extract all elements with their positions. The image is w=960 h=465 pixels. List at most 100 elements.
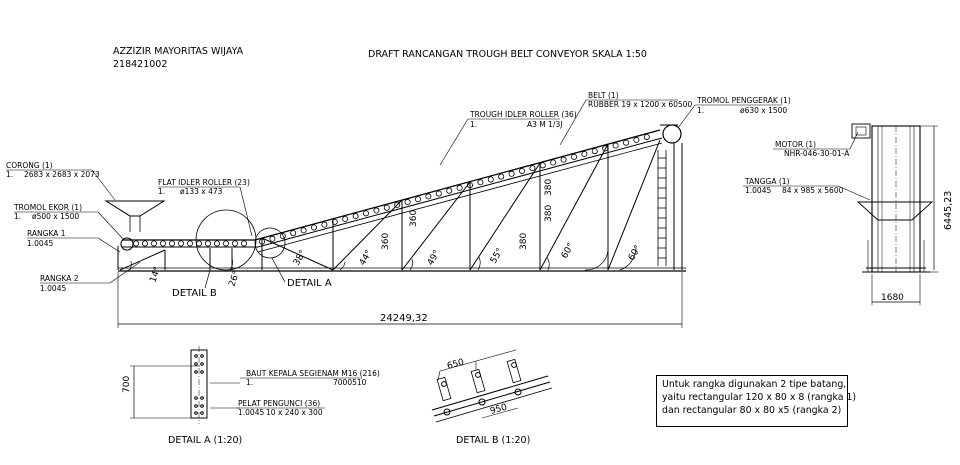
idler-roller	[623, 139, 630, 146]
author-id: 218421002	[113, 59, 167, 70]
idler-roller	[240, 240, 247, 247]
svg-text:1.0045: 1.0045	[745, 186, 771, 195]
overall-length-dimension: 24249,32	[117, 272, 683, 328]
idler-roller	[290, 230, 297, 237]
callout-motor: MOTOR (1) NHR-046-30-01-A	[773, 131, 859, 158]
idler-roller	[231, 240, 238, 247]
idler-roller	[177, 240, 184, 247]
callout-flat-idler: FLAT IDLER ROLLER (23) 1. ø133 x 473	[158, 178, 253, 237]
dim-380-a: 380	[519, 233, 529, 250]
drawing-title: DRAFT RANCANGAN TROUGH BELT CONVEYOR SKA…	[368, 49, 647, 60]
idler-roller	[150, 240, 157, 247]
idler-roller	[279, 232, 286, 239]
idler-roller	[508, 170, 515, 177]
svg-text:10 x 240 x 300: 10 x 240 x 300	[266, 408, 323, 417]
idler-rollers	[132, 134, 650, 247]
front-view	[851, 123, 934, 273]
svg-text:RANGKA 2: RANGKA 2	[40, 274, 79, 283]
idler-roller	[168, 240, 175, 247]
svg-text:1.0045: 1.0045	[40, 284, 66, 293]
callout-tromol-penggerak: TROMOL PENGGERAK (1) 1. ø630 x 1500	[677, 96, 791, 129]
dim-360-b: 360	[409, 210, 419, 227]
idler-roller	[560, 156, 567, 163]
ladder	[657, 150, 667, 266]
svg-text:1.0045: 1.0045	[27, 239, 53, 248]
note-line-1: Untuk rangka digunakan 2 tipe batang,	[662, 379, 847, 390]
return-belt	[257, 142, 663, 253]
idler-roller	[425, 193, 432, 200]
angle-44: 44°	[358, 249, 375, 268]
idler-roller	[269, 235, 276, 242]
idler-roller	[394, 201, 401, 208]
svg-text:PELAT PENGUNCI (36): PELAT PENGUNCI (36)	[238, 399, 320, 408]
detail-a-view	[130, 346, 240, 424]
svg-text:NHR-046-30-01-A: NHR-046-30-01-A	[784, 149, 850, 158]
height-value: 6445,23	[943, 191, 954, 230]
idler-roller	[373, 207, 380, 214]
detail-b-title: DETAIL B (1:20)	[456, 435, 530, 446]
callout-trough-idler: TROUGH IDLER ROLLER (36) 1. A3 M 1/3J	[439, 110, 577, 166]
svg-text:ø630 x 1500: ø630 x 1500	[740, 106, 787, 115]
svg-text:1.: 1.	[697, 106, 704, 115]
rangka-note: Untuk rangka digunakan 2 tipe batang, ya…	[656, 375, 857, 427]
detail-b-label: DETAIL B	[172, 288, 217, 299]
svg-text:A3 M 1/3J: A3 M 1/3J	[527, 120, 562, 129]
svg-text:TROMOL EKOR (1): TROMOL EKOR (1)	[13, 203, 82, 212]
callout-tromol-ekor: TROMOL EKOR (1) 1. ø500 x 1500	[13, 203, 125, 241]
idler-roller	[195, 240, 202, 247]
idler-roller	[612, 142, 619, 149]
svg-text:ø500 x 1500: ø500 x 1500	[32, 212, 79, 221]
svg-text:ø133 x 473: ø133 x 473	[180, 187, 223, 196]
idler-roller	[591, 148, 598, 155]
callout-pelat: PELAT PENGUNCI (36) 1.0045 10 x 240 x 30…	[236, 399, 325, 417]
svg-text:84 x 985 x 5600: 84 x 985 x 5600	[782, 186, 844, 195]
svg-text:2683 x 2683 x 2073: 2683 x 2683 x 2073	[24, 170, 100, 179]
svg-text:BELT (1): BELT (1)	[588, 91, 619, 100]
note-line-2: yaitu rectangular 120 x 80 x 8 (rangka 1…	[662, 392, 857, 403]
detail-b-950: 950	[489, 402, 509, 416]
overall-length: 24249,32	[380, 313, 428, 324]
idler-roller	[456, 184, 463, 191]
idler-roller	[446, 187, 453, 194]
svg-text:1.: 1.	[158, 187, 165, 196]
inclined-belt-top	[254, 129, 661, 241]
callout-rangka-1: RANGKA 1 1.0045	[27, 229, 121, 253]
idler-roller	[186, 240, 193, 247]
detail-b-view	[431, 349, 553, 423]
tail-pulley	[120, 237, 134, 251]
svg-text:BAUT KEPALA SEGIENAM M16 (216): BAUT KEPALA SEGIENAM M16 (216)	[246, 369, 380, 378]
inclined-belt-bottom	[257, 137, 663, 248]
angle-60b: 60°	[627, 244, 644, 263]
idler-roller	[404, 199, 411, 206]
idler-roller	[539, 162, 546, 169]
idler-roller	[352, 213, 359, 220]
width-dimension: 1680	[871, 274, 921, 305]
svg-text:1.: 1.	[470, 120, 477, 129]
hopper	[104, 200, 166, 217]
idler-roller	[213, 240, 220, 247]
idler-roller	[159, 240, 166, 247]
callout-baut: BAUT KEPALA SEGIENAM M16 (216) 1. 700051…	[240, 369, 380, 387]
idler-roller	[222, 240, 229, 247]
callout-tangga: TANGGA (1) 1.0045 84 x 985 x 5600	[743, 177, 871, 201]
detail-a-circle	[254, 227, 286, 259]
idler-roller	[342, 216, 349, 223]
author-name: AZZIZIR MAYORITAS WIJAYA	[113, 46, 244, 57]
idler-roller	[477, 179, 484, 186]
idler-roller	[321, 221, 328, 228]
callout-belt: BELT (1) RUBBER 19 x 1200 x 60500	[559, 91, 692, 146]
svg-text:RUBBER 19 x 1200 x 60500: RUBBER 19 x 1200 x 60500	[588, 100, 692, 109]
angle-55: 55°	[489, 247, 506, 266]
svg-text:1.: 1.	[6, 170, 13, 179]
height-dimension: 6445,23	[920, 125, 954, 273]
idler-roller	[550, 159, 557, 166]
idler-roller	[498, 173, 505, 180]
width-value: 1680	[881, 293, 904, 303]
idler-roller	[204, 240, 211, 247]
svg-text:1.0045: 1.0045	[238, 408, 264, 417]
detail-a-title: DETAIL A (1:20)	[168, 435, 242, 446]
idler-roller	[487, 176, 494, 183]
idler-roller	[435, 190, 442, 197]
callout-corong: CORONG (1) 1. 2683 x 2683 x 2073	[6, 161, 116, 201]
idler-roller	[571, 153, 578, 160]
